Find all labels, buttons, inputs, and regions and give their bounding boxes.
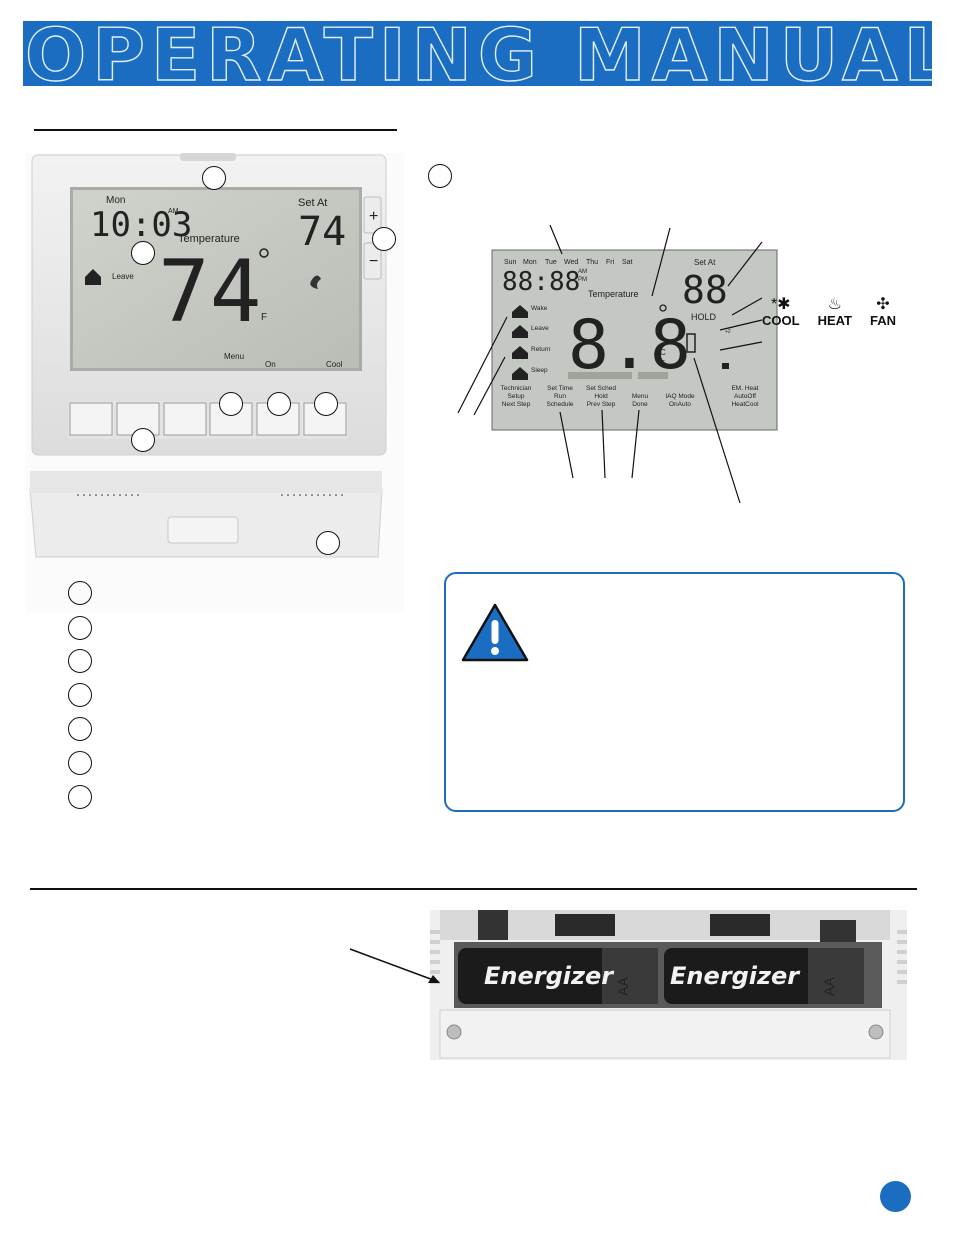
- lcd-temp-label: Temperature: [588, 289, 639, 299]
- callout-lid: [202, 166, 226, 190]
- lcd-btn4-line2: Done: [632, 401, 648, 408]
- banner-title: OPERATING MANUAL: [24, 21, 932, 86]
- legend-callout-7: [68, 785, 92, 809]
- photo-ampm: AM: [168, 208, 179, 215]
- mode-icons: *✱ COOL ♨ HEAT ✣ FAN: [762, 296, 896, 329]
- lcd-day-sun: Sun: [504, 259, 517, 266]
- photo-menu-label: Menu: [224, 352, 244, 361]
- thermostat-photo: + − Mon 10:03 AM Temperature 74 F Set At…: [26, 153, 404, 613]
- lcd-temp-value: 8.8: [568, 306, 691, 385]
- legend-callout-3: [68, 649, 92, 673]
- mode-fan: ✣ FAN: [870, 296, 896, 329]
- photo-fan-label: On: [265, 360, 276, 369]
- lcd-set-at-value: 88: [682, 268, 728, 312]
- photo-degree-unit: F: [261, 312, 267, 323]
- callout-buttons: [131, 428, 155, 452]
- legend-callout-5: [68, 717, 92, 741]
- lcd-period-sleep: Sleep: [531, 367, 548, 374]
- callout-up-down: [372, 227, 396, 251]
- lcd-diagram: Sun Mon Tue Wed Thu Fri Sat 88:88 AM PM …: [450, 220, 920, 520]
- lcd-btn2-line1: Set Time: [547, 385, 573, 392]
- lcd-btn1-line1: Technician: [501, 385, 532, 392]
- photo-set-at-value: 74: [298, 209, 346, 255]
- section-rule-bottom: [30, 888, 917, 890]
- lcd-btn3-line2: Hold: [594, 393, 608, 400]
- home-icon: [78, 269, 101, 285]
- callout-display: [131, 241, 155, 265]
- lcd-period-return: Return: [531, 346, 551, 353]
- photo-set-at-label: Set At: [298, 197, 327, 209]
- lcd-deg-c: C: [660, 348, 666, 357]
- callout-button-5: [267, 392, 291, 416]
- mode-cool-label: COOL: [762, 313, 800, 328]
- legend-callout-1: [68, 581, 92, 605]
- lcd-btn6-line1: EM. Heat: [731, 385, 758, 392]
- lcd-day-mon: Mon: [523, 259, 537, 266]
- photo-day: Mon: [106, 195, 125, 206]
- battery-size-1: AA: [615, 977, 631, 996]
- photo-temp-value: 74: [158, 242, 262, 342]
- lcd-stage-mark: +2: [725, 329, 731, 335]
- callout-door: [316, 531, 340, 555]
- snowflake-icon: *✱: [770, 296, 791, 313]
- lcd-btn5-line1: IAQ Mode: [665, 393, 695, 400]
- callout-button-6: [314, 392, 338, 416]
- lcd-btn1-line2: Setup: [508, 393, 525, 400]
- fan-icon: ✣: [876, 296, 890, 313]
- lcd-am: AM: [578, 269, 587, 275]
- lcd-period-leave: Leave: [531, 325, 549, 332]
- lcd-btn2-line3: Schedule: [546, 401, 573, 408]
- battery-brand-1: Energizer: [484, 962, 615, 990]
- legend-callout-4: [68, 683, 92, 707]
- lcd-period-wake: Wake: [531, 305, 548, 312]
- lock-icon: [722, 363, 729, 369]
- lcd-day-fri: Fri: [606, 259, 615, 266]
- page-banner: OPERATING MANUAL: [23, 21, 932, 86]
- photo-mode-label: Cool: [326, 360, 343, 369]
- lcd-day-tue: Tue: [545, 259, 557, 266]
- lcd-time: 88:88: [502, 267, 580, 297]
- photo-period-label: Leave: [112, 272, 134, 281]
- lcd-btn4-line1: Menu: [632, 393, 649, 400]
- fan-icon: [310, 275, 321, 289]
- plus-glyph: +: [369, 208, 378, 225]
- warning-icon: [461, 603, 529, 662]
- battery-pointer-arrow: [349, 948, 440, 983]
- lcd-btn6-line2: AutoOff: [734, 393, 756, 400]
- battery-icon: [686, 333, 696, 353]
- photo-temp-label: Temperature: [178, 233, 240, 245]
- battery-size-2: AA: [821, 977, 837, 996]
- lcd-btn3-line1: Set Sched: [586, 385, 616, 392]
- lcd-day-thu: Thu: [586, 259, 598, 266]
- warning-box: [444, 572, 905, 812]
- legend-callout-2: [68, 616, 92, 640]
- lcd-btn2-line2: Run: [554, 393, 566, 400]
- mode-heat: ♨ HEAT: [817, 296, 852, 329]
- mode-cool: *✱ COOL: [762, 296, 800, 329]
- minus-glyph: −: [369, 253, 378, 270]
- legend-callout-6: [68, 751, 92, 775]
- battery-photo: Energizer Energizer AA AA: [430, 910, 907, 1060]
- photo-time: 10:03: [90, 205, 192, 245]
- mode-heat-label: HEAT: [817, 313, 852, 328]
- mode-fan-label: FAN: [870, 313, 896, 328]
- lcd-hold: HOLD: [691, 312, 717, 322]
- flame-icon: ♨: [827, 296, 842, 313]
- lcd-day-sat: Sat: [622, 259, 633, 266]
- lcd-deg-f: F: [660, 359, 665, 368]
- lcd-btn5-line2: OnAuto: [669, 401, 691, 408]
- callout-lcd-diagram: [428, 164, 452, 188]
- section-rule-top: [34, 129, 397, 131]
- lcd-btn1-line3: Next Step: [502, 401, 531, 408]
- lcd-btn3-line3: Prev Step: [587, 401, 616, 408]
- lcd-pm: PM: [578, 277, 587, 283]
- lcd-btn6-line3: HeatCool: [731, 401, 759, 408]
- lcd-day-wed: Wed: [564, 259, 578, 266]
- page-number-dot: [880, 1181, 911, 1212]
- lcd-set-at-label: Set At: [694, 258, 716, 267]
- callout-button-4: [219, 392, 243, 416]
- battery-brand-2: Energizer: [670, 962, 801, 990]
